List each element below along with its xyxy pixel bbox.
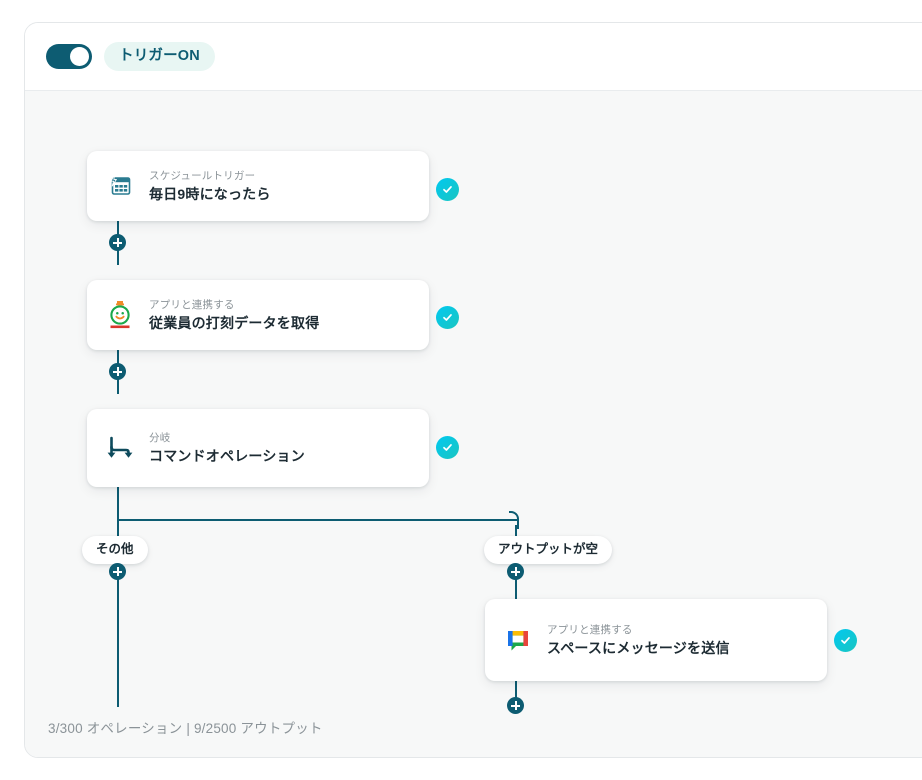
connector-right-branch-top	[515, 525, 517, 541]
node-subtitle: スケジュールトリガー	[149, 169, 256, 182]
connector-left-branch-body	[117, 563, 119, 707]
add-step-button-after-chat[interactable]	[507, 697, 524, 714]
usage-footer: 3/300 オペレーション | 9/2500 アウトプット	[48, 721, 323, 736]
branch-label-empty-output[interactable]: アウトプットが空	[484, 536, 613, 564]
node-text: アプリと連携する 従業員の打刻データを取得	[149, 298, 319, 332]
branch-label-other[interactable]: その他	[82, 536, 148, 564]
add-step-button-1[interactable]	[109, 234, 126, 251]
node-card-google-chat[interactable]: アプリと連携する スペースにメッセージを送信	[485, 599, 827, 681]
node-card-king-of-time[interactable]: アプリと連携する 従業員の打刻データを取得	[87, 280, 429, 350]
node-subtitle: 分岐	[149, 431, 171, 444]
panel-header: トリガーON	[25, 23, 922, 91]
add-step-button-branch-empty[interactable]	[507, 563, 524, 580]
king-of-time-app-icon	[105, 299, 135, 331]
workflow-canvas[interactable]: スケジュールトリガー 毎日9時になったら	[25, 91, 922, 757]
connector-split-corner	[509, 511, 519, 529]
node-title: スペースにメッセージを送信	[547, 639, 730, 656]
node-subtitle: アプリと連携する	[149, 298, 235, 311]
status-badge: トリガーON	[104, 41, 215, 72]
status-check-icon-command-operation[interactable]	[436, 436, 459, 459]
node-card-schedule-trigger[interactable]: スケジュールトリガー 毎日9時になったら	[87, 151, 429, 221]
node-text: スケジュールトリガー 毎日9時になったら	[149, 169, 271, 203]
node-title: コマンドオペレーション	[149, 447, 305, 464]
connector-right-branch-to-card	[515, 563, 517, 601]
trigger-toggle[interactable]	[46, 44, 92, 69]
toggle-knob	[70, 47, 89, 66]
node-text: 分岐 コマンドオペレーション	[149, 431, 305, 465]
node-title: 毎日9時になったら	[149, 185, 271, 202]
status-check-icon-schedule-trigger[interactable]	[436, 178, 459, 201]
node-text: アプリと連携する スペースにメッセージを送信	[547, 623, 730, 657]
google-chat-icon	[503, 624, 533, 656]
branch-icon	[105, 432, 135, 464]
node-title: 従業員の打刻データを取得	[149, 314, 320, 331]
connector-right-branch-tail	[515, 681, 517, 707]
node-card-command-operation[interactable]: 分岐 コマンドオペレーション	[87, 409, 429, 487]
add-step-button-2[interactable]	[109, 363, 126, 380]
workflow-panel: トリガーON	[24, 22, 922, 758]
add-step-button-branch-other[interactable]	[109, 563, 126, 580]
connector-node3-split	[117, 487, 119, 520]
connector-left-branch-top	[117, 519, 119, 541]
node-subtitle: アプリと連携する	[547, 623, 633, 636]
connector-split-bar	[117, 519, 517, 521]
status-check-icon-google-chat[interactable]	[834, 629, 857, 652]
status-check-icon-king-of-time[interactable]	[436, 306, 459, 329]
calendar-clock-icon	[105, 170, 135, 202]
